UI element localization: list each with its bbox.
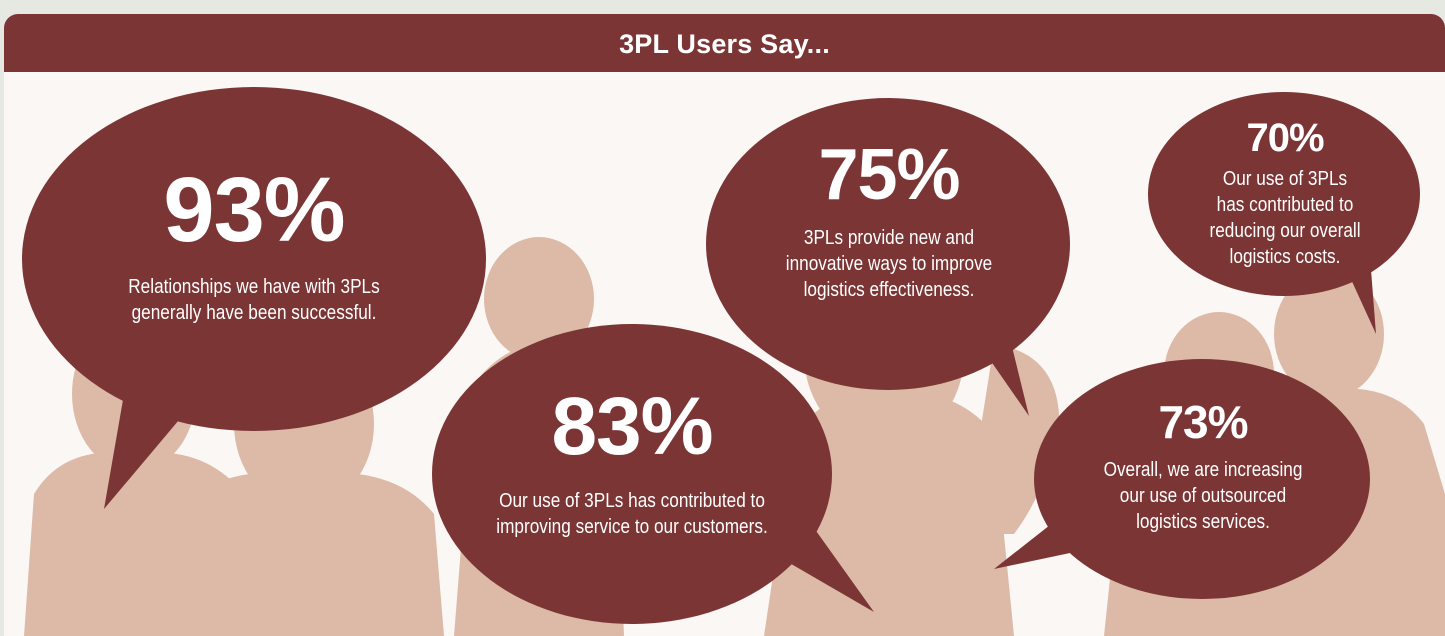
stat-percent: 93% bbox=[163, 159, 345, 261]
caption-line: has contributed to bbox=[1216, 194, 1354, 216]
bubble-73-tail bbox=[994, 514, 1089, 569]
caption-line: Overall, we are increasing bbox=[1103, 459, 1303, 481]
stat-73: 73% Overall, we are increasing our use o… bbox=[1044, 399, 1362, 535]
stat-percent: 70% bbox=[1246, 116, 1324, 160]
bubble-70 bbox=[1148, 92, 1420, 296]
stat-percent: 75% bbox=[818, 135, 960, 215]
stat-caption: Our use of 3PLs has contributed to impro… bbox=[460, 488, 804, 540]
bubble-73 bbox=[1034, 359, 1370, 599]
caption-line: logistics costs. bbox=[1229, 246, 1341, 268]
stat-caption: Our use of 3PLs has contributed to reduc… bbox=[1169, 166, 1401, 270]
people-silhouettes bbox=[22, 87, 1445, 636]
caption-line: 3PLs provide new and bbox=[803, 227, 975, 249]
bubble-75 bbox=[706, 98, 1070, 390]
stat-caption: Relationships we have with 3PLs generall… bbox=[91, 274, 418, 326]
stat-caption: Overall, we are increasing our use of ou… bbox=[1066, 457, 1339, 535]
bubble-83 bbox=[432, 324, 832, 624]
caption-line: logistics effectiveness. bbox=[803, 279, 975, 301]
stat-70: 70% Our use of 3PLs has contributed to r… bbox=[1150, 118, 1420, 270]
page-title: 3PL Users Say... bbox=[4, 14, 1445, 72]
caption-line: Our use of 3PLs has contributed to bbox=[499, 490, 765, 512]
caption-line: Relationships we have with 3PLs bbox=[128, 276, 380, 298]
stat-75: 75% 3PLs provide new and innovative ways… bbox=[709, 139, 1069, 303]
stat-83: 83% Our use of 3PLs has contributed to i… bbox=[432, 386, 832, 540]
stat-percent: 73% bbox=[1158, 396, 1248, 448]
caption-line: logistics services. bbox=[1136, 511, 1270, 533]
bubble-93-tail bbox=[104, 394, 184, 509]
caption-line: innovative ways to improve bbox=[785, 253, 993, 275]
bubble-75-tail bbox=[979, 314, 1029, 416]
caption-line: generally have been successful. bbox=[131, 302, 377, 324]
caption-line: our use of outsourced bbox=[1119, 485, 1287, 507]
bubble-70-tail bbox=[1344, 244, 1376, 334]
stat-caption: 3PLs provide new and innovative ways to … bbox=[734, 225, 1044, 303]
stat-percent: 83% bbox=[551, 381, 713, 472]
caption-line: improving service to our customers. bbox=[496, 516, 768, 538]
caption-line: Our use of 3PLs bbox=[1222, 168, 1348, 190]
bubble-93 bbox=[22, 87, 486, 431]
infographic-panel: 3PL Users Say... 93% Relationships we ha… bbox=[4, 14, 1445, 636]
stat-93: 93% Relationships we have with 3PLs gene… bbox=[64, 164, 444, 326]
bubble-83-tail bbox=[774, 514, 874, 612]
caption-line: reducing our overall bbox=[1209, 220, 1361, 242]
